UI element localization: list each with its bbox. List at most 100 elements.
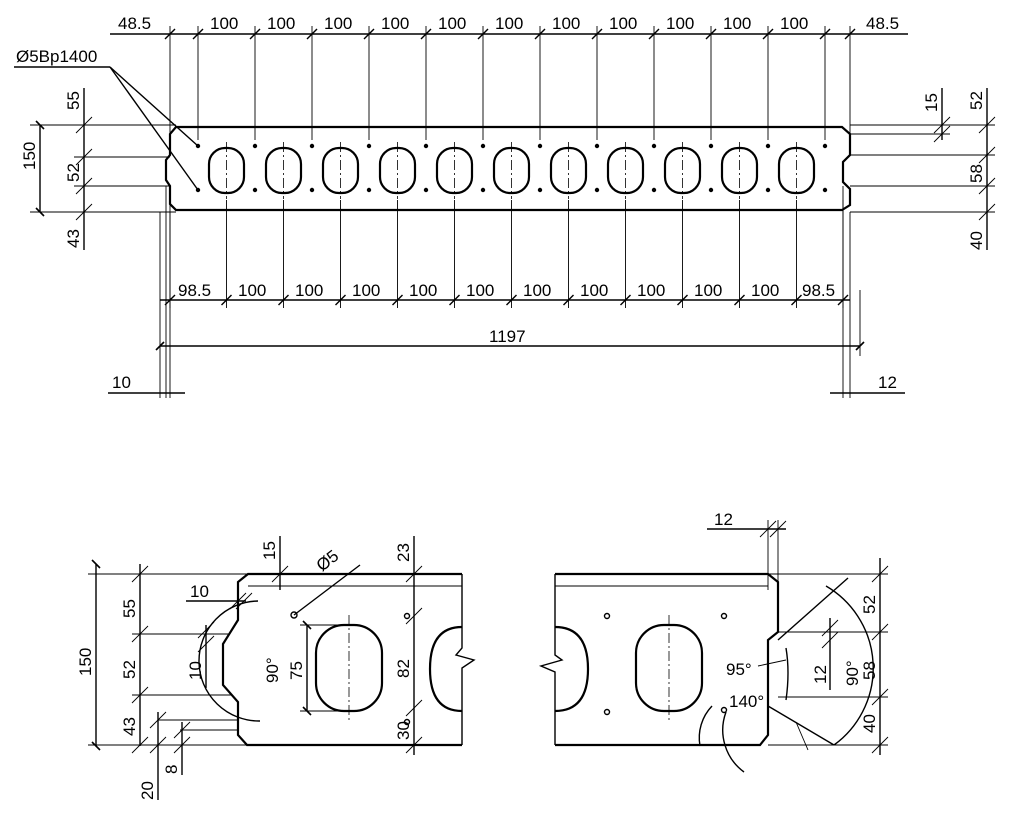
rebar-dot — [708, 143, 714, 149]
left-middle-52: 52 — [64, 163, 83, 182]
dim-top-3: 100 — [324, 14, 352, 33]
rebar-dot — [765, 187, 771, 193]
right-angle-90: 90° — [843, 660, 862, 686]
void-group — [207, 142, 816, 199]
top-dimension-chain: 48.5 100 100 100 100 100 100 100 100 100… — [110, 14, 908, 140]
dim-bottom-10: 100 — [751, 281, 779, 300]
right-lower-40: 40 — [967, 231, 986, 250]
overall-width-dimension: 1197 10 12 — [108, 186, 905, 398]
dim-bottom-4: 100 — [409, 281, 437, 300]
dim-bottom-98-5-left: 98.5 — [178, 281, 211, 300]
rebar-dot — [480, 143, 486, 149]
left-bottom-20: 20 — [138, 781, 157, 800]
dim-bottom-2: 100 — [295, 281, 323, 300]
right-top-12: 12 — [714, 510, 733, 529]
dim-bottom-6: 100 — [523, 281, 551, 300]
right-end-detail: 12 52 58 40 12 90° 95° 140° — [538, 510, 889, 773]
left-angle-90: 90° — [263, 657, 282, 683]
left-detail-middle-52: 52 — [120, 660, 139, 679]
dim-top-4: 100 — [381, 14, 409, 33]
rebar-dot — [423, 187, 429, 193]
rebar-dot — [594, 143, 600, 149]
overall-width-label: 1197 — [489, 327, 526, 346]
rebar-dot — [537, 143, 543, 149]
left-bar-top — [290, 611, 298, 619]
left-bottom-30: 30 — [394, 721, 413, 740]
left-rib-82: 82 — [394, 659, 413, 678]
right-upper-52: 52 — [967, 91, 986, 110]
left-top-23: 23 — [394, 543, 413, 562]
left-void-75: 75 — [287, 661, 306, 680]
right-detail-lower-40: 40 — [860, 714, 879, 733]
rebar-dot — [366, 187, 372, 193]
left-void-partial — [428, 625, 463, 713]
left-cover-15: 15 — [260, 541, 279, 560]
right-chamfer-12: 12 — [811, 665, 830, 684]
rebar-dot — [822, 187, 828, 193]
dim-top-1: 100 — [210, 14, 238, 33]
rebar-dot — [309, 187, 315, 193]
left-lower-43: 43 — [64, 229, 83, 248]
dim-bottom-8: 100 — [637, 281, 665, 300]
rebar-dot — [708, 187, 714, 193]
slab-outline — [164, 125, 852, 212]
dim-top-8: 100 — [609, 14, 637, 33]
rebar-dot — [765, 143, 771, 149]
left-total-150: 150 — [20, 142, 39, 170]
dim-bottom-9: 100 — [694, 281, 722, 300]
rebar-callout: Ø5Bp1400 — [14, 47, 199, 191]
dim-top-48-5-right: 48.5 — [866, 14, 899, 33]
left-end-detail: 90° 75 23 82 30 15 Ø5 10 10 — [76, 536, 476, 800]
rebar-dot — [366, 143, 372, 149]
rebar-group — [195, 143, 828, 193]
rebar-dot — [252, 143, 258, 149]
left-key-depth-10: 10 — [190, 582, 209, 601]
left-vertical-dims: 150 55 52 43 — [20, 88, 176, 250]
left-upper-55: 55 — [64, 91, 83, 110]
rebar-dot — [537, 187, 543, 193]
dim-bottom-98-5-right: 98.5 — [802, 281, 835, 300]
rebar-dot — [822, 143, 828, 149]
right-detail-upper-52: 52 — [860, 595, 879, 614]
dim-top-2: 100 — [267, 14, 295, 33]
left-offset-label: 10 — [112, 373, 131, 392]
dim-bottom-1: 100 — [238, 281, 266, 300]
left-bar-diameter: Ø5 — [313, 546, 343, 575]
dim-top-48-5-left: 48.5 — [118, 14, 151, 33]
dim-bottom-5: 100 — [466, 281, 494, 300]
dim-top-9: 100 — [666, 14, 694, 33]
dim-top-6: 100 — [495, 14, 523, 33]
right-angle-95: 95° — [726, 660, 752, 679]
dim-top-10: 100 — [723, 14, 751, 33]
right-middle-58: 58 — [967, 164, 986, 183]
rebar-label: Ø5Bp1400 — [16, 47, 97, 66]
rebar-dot — [651, 143, 657, 149]
rebar-dot — [651, 187, 657, 193]
right-detail-middle-58: 58 — [860, 661, 879, 680]
right-angle-140: 140° — [729, 692, 764, 711]
rebar-dot — [309, 143, 315, 149]
left-bottom-8: 8 — [162, 765, 181, 774]
dim-top-5: 100 — [438, 14, 466, 33]
right-vertical-dims: 15 52 58 40 — [850, 88, 996, 250]
rebar-dot — [480, 187, 486, 193]
right-offset-label: 12 — [878, 373, 897, 392]
left-detail-outline — [221, 572, 462, 747]
dim-top-11: 100 — [780, 14, 808, 33]
rebar-dot — [423, 143, 429, 149]
rebar-dot — [252, 187, 258, 193]
rebar-dot — [594, 187, 600, 193]
dim-bottom-3: 100 — [352, 281, 380, 300]
bottom-dimension-chain: 98.5 100 100 100 100 100 100 100 100 100… — [160, 200, 850, 308]
left-key-chamfer-10: 10 — [186, 661, 205, 680]
left-detail-lower-43: 43 — [120, 717, 139, 736]
dim-bottom-7: 100 — [580, 281, 608, 300]
slab-section-top — [164, 125, 852, 212]
dim-top-7: 100 — [552, 14, 580, 33]
left-detail-total-150: 150 — [76, 648, 95, 676]
right-void-partial — [554, 625, 590, 713]
right-detail-outline — [555, 572, 780, 747]
left-detail-upper-55: 55 — [120, 599, 139, 618]
right-cover-15: 15 — [922, 93, 941, 112]
